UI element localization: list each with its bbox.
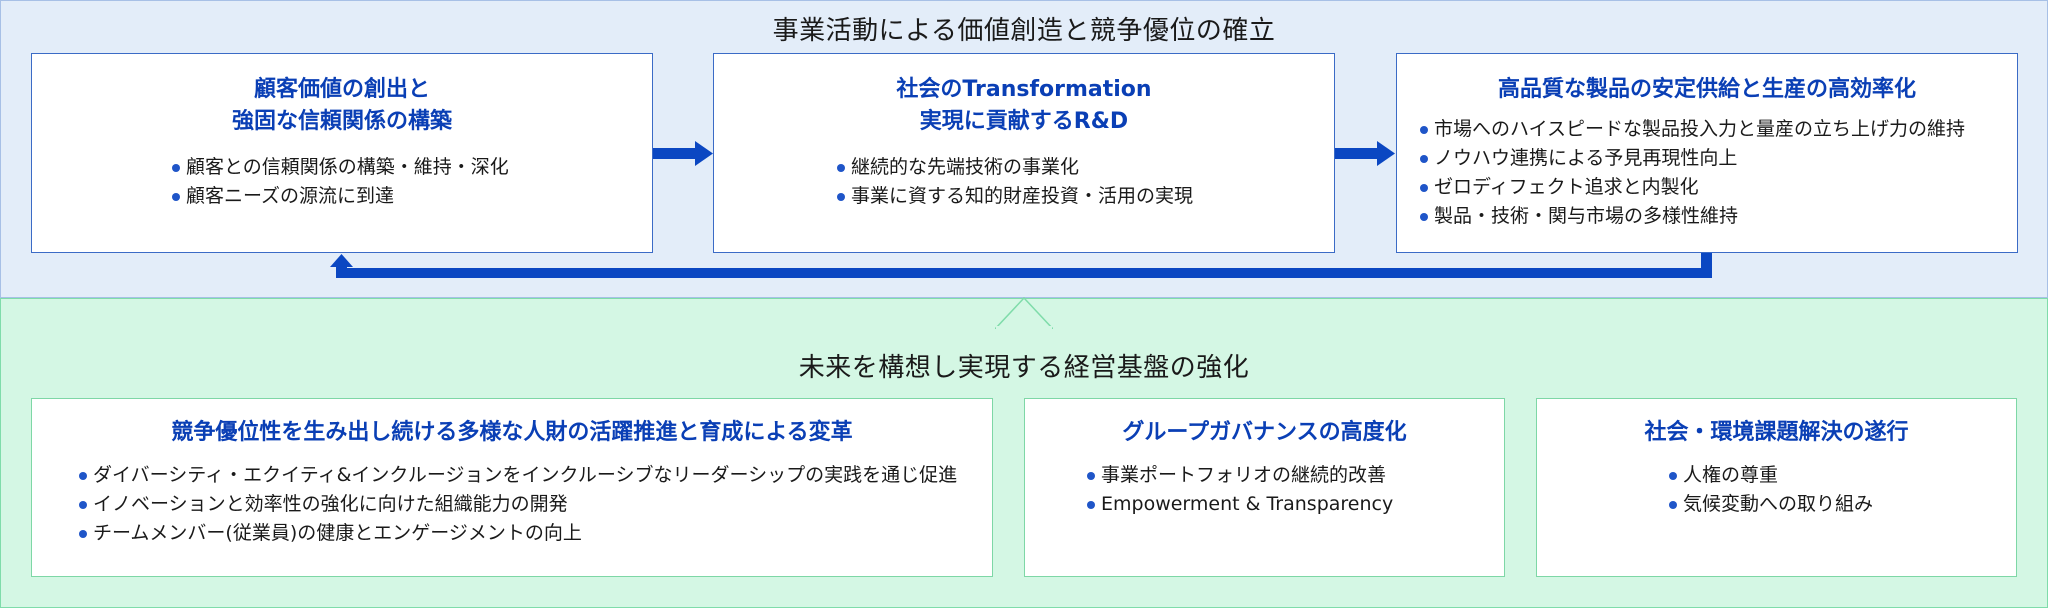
box-title-line: 顧客価値の創出と bbox=[253, 77, 430, 102]
quality-supply-bullets: 市場へのハイスピードな製品投入力と量産の立ち上げ力の維持 ノウハウ連携による予見… bbox=[1420, 115, 1965, 231]
social-environment-bullets: 人権の尊重 気候変動への取り組み bbox=[1669, 461, 1873, 519]
customer-value-box: 顧客価値の創出と 強固な信頼関係の構築 顧客との信頼関係の構築・維持・深化 顧客… bbox=[31, 53, 653, 253]
quality-supply-title: 高品質な製品の安定供給と生産の高効率化 bbox=[1397, 74, 2017, 106]
bullet-item: ダイバーシティ・エクイティ&インクルージョンをインクルーシブなリーダーシップの実… bbox=[79, 461, 957, 490]
box-title-line: 社会のTransformation bbox=[896, 77, 1152, 102]
bullet-item: 顧客ニーズの源流に到達 bbox=[172, 182, 509, 211]
human-capital-bullets: ダイバーシティ・エクイティ&インクルージョンをインクルーシブなリーダーシップの実… bbox=[79, 461, 957, 548]
box-title-line: 強固な信頼関係の構築 bbox=[231, 109, 452, 134]
rnd-title: 社会のTransformation 実現に貢献するR&D bbox=[714, 74, 1334, 138]
bullet-item: 気候変動への取り組み bbox=[1669, 490, 1873, 519]
quality-supply-box: 高品質な製品の安定供給と生産の高効率化 市場へのハイスピードな製品投入力と量産の… bbox=[1396, 53, 2018, 253]
bullet-item: 事業に資する知的財産投資・活用の実現 bbox=[837, 182, 1193, 211]
customer-value-title: 顧客価値の創出と 強固な信頼関係の構築 bbox=[32, 74, 652, 138]
social-environment-title: 社会・環境課題解決の遂行 bbox=[1644, 420, 1909, 445]
management-foundation-title: 未来を構想し実現する経営基盤の強化 bbox=[798, 353, 1250, 383]
bullet-item: ゼロディフェクト追求と内製化 bbox=[1420, 173, 1965, 202]
bullet-item: 継続的な先端技術の事業化 bbox=[837, 153, 1193, 182]
bullet-item: 人権の尊重 bbox=[1669, 461, 1873, 490]
box-title-line: 高品質な製品の安定供給と生産の高効率化 bbox=[1497, 77, 1916, 102]
right-arrow-icon bbox=[1335, 141, 1395, 166]
bullet-item: 顧客との信頼関係の構築・維持・深化 bbox=[172, 153, 509, 182]
rnd-box: 社会のTransformation 実現に貢献するR&D 継続的な先端技術の事業… bbox=[713, 53, 1335, 253]
right-arrow-icon bbox=[653, 141, 713, 166]
rnd-bullets: 継続的な先端技術の事業化 事業に資する知的財産投資・活用の実現 bbox=[837, 153, 1193, 211]
social-environment-box: 社会・環境課題解決の遂行 人権の尊重 気候変動への取り組み bbox=[1536, 398, 2017, 577]
customer-value-bullets: 顧客との信頼関係の構築・維持・深化 顧客ニーズの源流に到達 bbox=[172, 153, 509, 211]
human-capital-box: 競争優位性を生み出し続ける多様な人財の活躍推進と育成による変革 ダイバーシティ・… bbox=[31, 398, 993, 577]
bullet-item: 市場へのハイスピードな製品投入力と量産の立ち上げ力の維持 bbox=[1420, 115, 1965, 144]
bullet-item: ノウハウ連携による予見再現性向上 bbox=[1420, 144, 1965, 173]
section-notch bbox=[995, 297, 1053, 329]
bullet-item: 事業ポートフォリオの継続的改善 bbox=[1087, 461, 1393, 490]
loop-back-arrow-icon bbox=[330, 253, 1712, 278]
bullet-item: チームメンバー(従業員)の健康とエンゲージメントの向上 bbox=[79, 519, 957, 548]
governance-title: グループガバナンスの高度化 bbox=[1122, 420, 1407, 445]
bullet-item: 製品・技術・関与市場の多様性維持 bbox=[1420, 202, 1965, 231]
governance-bullets: 事業ポートフォリオの継続的改善 Empowerment & Transparen… bbox=[1087, 461, 1393, 519]
bullet-item: Empowerment & Transparency bbox=[1087, 490, 1393, 519]
governance-box: グループガバナンスの高度化 事業ポートフォリオの継続的改善 Empowermen… bbox=[1024, 398, 1505, 577]
box-title-line: 実現に貢献するR&D bbox=[919, 109, 1129, 134]
bullet-item: イノベーションと効率性の強化に向けた組織能力の開発 bbox=[79, 490, 957, 519]
value-creation-title: 事業活動による価値創造と競争優位の確立 bbox=[772, 16, 1276, 46]
human-capital-title: 競争優位性を生み出し続ける多様な人財の活躍推進と育成による変革 bbox=[171, 420, 853, 445]
